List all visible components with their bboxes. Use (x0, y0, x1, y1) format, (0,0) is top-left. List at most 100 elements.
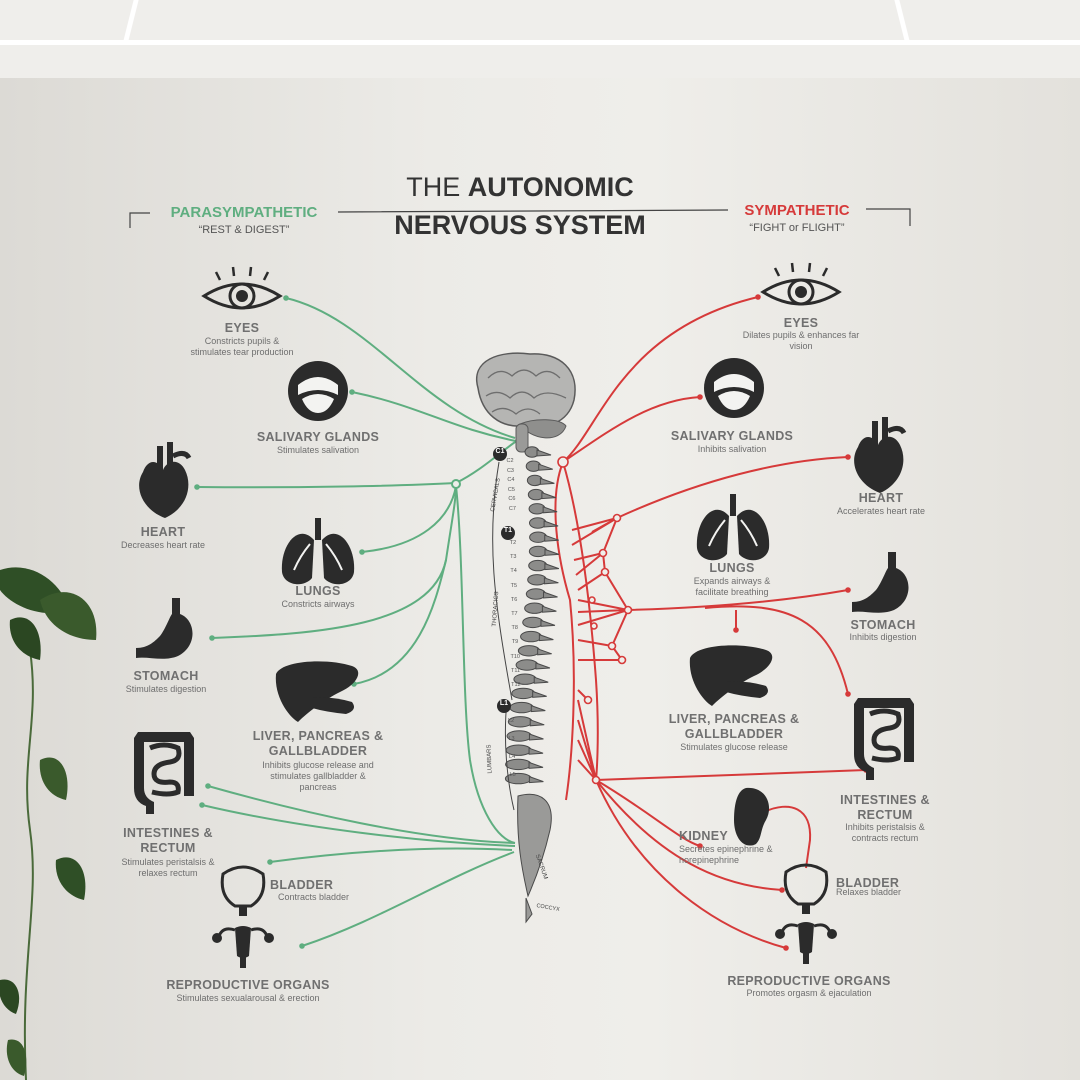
vertebra-process (529, 719, 545, 727)
para-eyes-label: EYES (224, 321, 260, 335)
vertebra-process (535, 662, 551, 670)
symp-eyes-desc: Dilates pupils & enhances far vision (742, 330, 860, 351)
symp-heart-desc: Accelerates heart rate (836, 506, 926, 516)
para-liver-label: LIVER, PANCREAS & GALLBLADDER (252, 729, 384, 758)
para-intestines-label: INTESTINES & RECTUM (123, 826, 213, 855)
bladder-icon (220, 865, 266, 918)
spine-tick-t7: T7 (511, 611, 518, 617)
symp-stomach-label: STOMACH (850, 618, 916, 632)
vertebra-process (537, 648, 552, 656)
spine-tick-t11: T11 (511, 667, 521, 674)
vertebra-process (528, 775, 544, 784)
spine-tick-l3: L3 (508, 736, 515, 742)
sympathetic-nerve-lines (554, 296, 867, 949)
para-reproductive-desc: Stimulates sexualarousal & erection (176, 993, 320, 1003)
symp-bladder-desc: Relaxes bladder (836, 887, 902, 897)
page-title-line1: THE AUTONOMIC (360, 172, 680, 203)
eye-icon (202, 265, 282, 310)
intestines-icon (854, 698, 914, 780)
para-eyes-desc: Constricts pupils & stimulates tear prod… (190, 336, 294, 357)
symp-stomach-desc: Inhibits digestion (849, 632, 917, 642)
vertebra-process (530, 704, 546, 713)
spine-tick-t12: T12 (511, 682, 521, 688)
parasympathetic-tagline: “REST & DIGEST” (198, 224, 290, 236)
parasympathetic-nerve-lines (196, 297, 519, 947)
vertebra-process (541, 491, 557, 500)
spine-icon (504, 446, 560, 785)
vertebra (525, 588, 547, 600)
vertebra-process (532, 690, 547, 698)
title-bold: AUTONOMIC (467, 172, 634, 202)
heart-icon (854, 417, 904, 493)
spine-tick-c4: C4 (507, 477, 515, 483)
spine-tick-t6: T6 (510, 596, 518, 603)
symp-kidney-label: KIDNEY (679, 829, 729, 843)
badge-l1: L1 (499, 700, 509, 707)
spine-tick-c3: C3 (506, 467, 514, 474)
symp-lungs-desc: Expands airways & facilitate breathing (693, 576, 771, 597)
sympathetic-ganglia (557, 456, 633, 785)
eye-icon (761, 261, 841, 306)
para-heart-desc: Decreases heart rate (120, 540, 206, 550)
vertebra (509, 701, 534, 714)
mouth-icon (288, 361, 348, 421)
stomach-icon (136, 598, 193, 659)
reproductive-icon (773, 920, 839, 966)
vertebra (528, 559, 548, 572)
parasympathetic-heading: PARASYMPATHETIC (170, 204, 318, 221)
vertebra-process (528, 733, 544, 741)
symp-bladder-label: BLADDER (836, 876, 900, 890)
para-heart-label: HEART (140, 525, 186, 539)
spine-tick-t3: T3 (510, 554, 517, 561)
lungs-icon (695, 493, 771, 562)
plant-icon (0, 567, 97, 1080)
vertebra-process (543, 520, 559, 528)
vertebra-process (544, 562, 560, 571)
spine-tick-t4: T4 (510, 568, 517, 575)
ceiling-beam (0, 40, 1080, 45)
liver-icon (275, 661, 359, 722)
reproductive-icon (210, 924, 276, 970)
vertebra (511, 687, 536, 700)
vertebra-process (538, 633, 554, 642)
vertebra-process (538, 463, 553, 471)
vertebra (520, 630, 542, 643)
symp-salivary-label: SALIVARY GLANDS (670, 429, 794, 443)
symp-liver-label: LIVER, PANCREAS & GALLBLADDER (668, 712, 800, 741)
para-stomach-label: STOMACH (133, 669, 199, 683)
vertebra-process (539, 477, 555, 485)
sacrum (517, 793, 552, 924)
spine-ruler (492, 461, 515, 811)
para-salivary-label: SALIVARY GLANDS (256, 430, 380, 444)
vertebra (505, 758, 532, 771)
badge-c1: C1 (495, 448, 505, 455)
symp-salivary-desc: Inhibits salivation (697, 444, 767, 454)
vertebra-process (544, 548, 560, 556)
spine-tick-l4: L4 (509, 754, 516, 760)
vertebra-process (533, 676, 549, 684)
spine-tick-c2: C2 (506, 458, 514, 464)
vertebra-process (541, 605, 557, 613)
stomach-icon (852, 552, 909, 613)
vertebra-process (536, 449, 552, 457)
spine-tick-c7: C7 (508, 505, 516, 512)
vertebra-process (542, 506, 558, 514)
sympathetic-tagline: “FIGHT or FLIGHT” (749, 222, 845, 234)
para-intestines-desc: Stimulates peristalsis & relaxes rectum (121, 857, 215, 878)
spine-tick-t8: T8 (511, 625, 518, 632)
page-title-line2: NERVOUS SYSTEM (394, 210, 646, 240)
vertebra (528, 545, 548, 558)
vertebra-process (528, 747, 544, 755)
mouth-icon (704, 358, 764, 418)
para-lungs-desc: Constricts airways (281, 599, 355, 609)
vertebra (529, 531, 548, 543)
vertebra-process (528, 761, 544, 769)
symp-kidney-desc: Secretes epinephrine & norepinephrine (679, 844, 773, 865)
vertebra-process (540, 619, 556, 627)
badge-t1: T1 (503, 527, 513, 534)
symp-reproductive-label: REPRODUCTIVE ORGANS (727, 974, 891, 988)
heart-icon (139, 442, 189, 518)
para-lungs-label: LUNGS (295, 584, 341, 598)
